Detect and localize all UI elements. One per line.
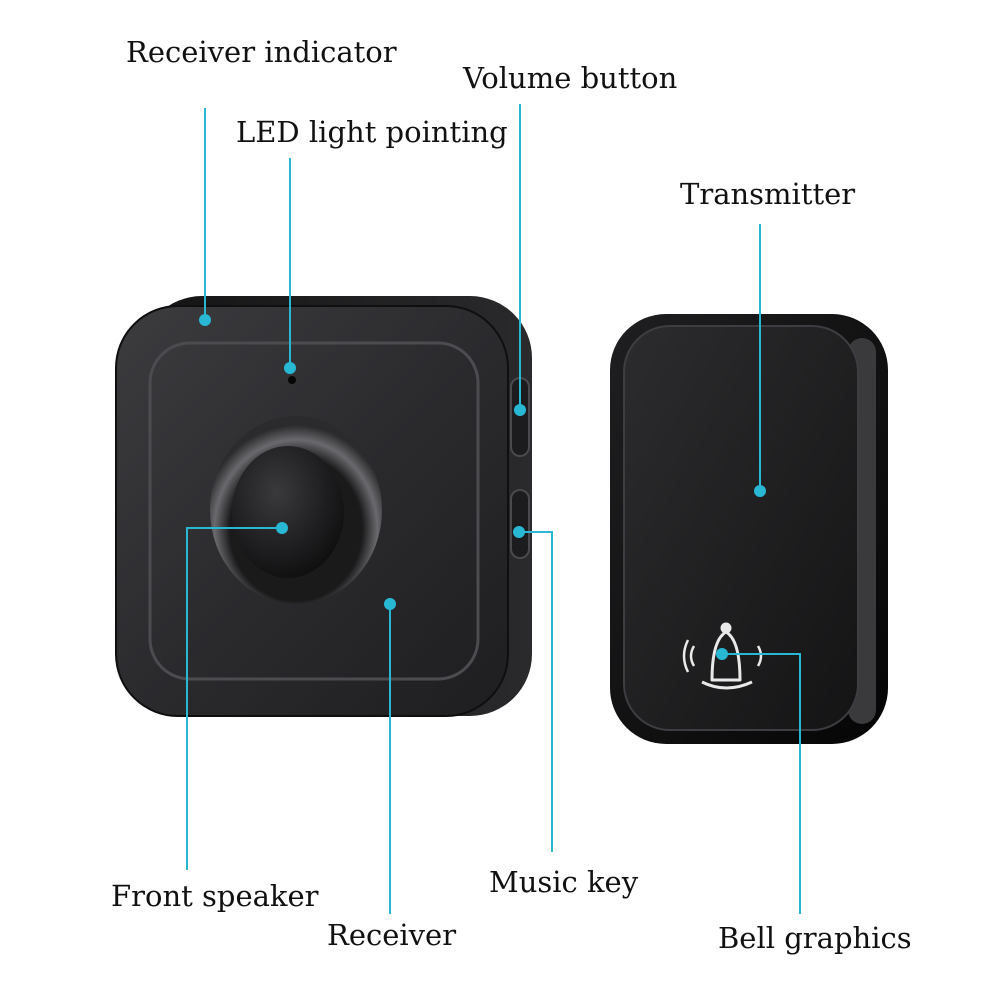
receiver-device: [115, 296, 532, 717]
label-front-speaker: Front speaker: [111, 879, 319, 913]
label-receiver-indicator: Receiver indicator: [126, 35, 397, 69]
transmitter-device: [610, 314, 888, 744]
label-bell-graphics: Bell graphics: [718, 921, 912, 955]
led-hole: [288, 376, 296, 384]
speaker-cone: [232, 446, 344, 578]
dot-volume-button: [514, 404, 526, 416]
dot-led-light-pointing: [284, 362, 296, 374]
callout-dots: [199, 314, 766, 660]
callout-line-bell-graphics: [722, 653, 801, 914]
dot-front-speaker: [276, 522, 288, 534]
dot-transmitter: [754, 485, 766, 497]
label-led-light-pointing: LED light pointing: [236, 115, 508, 149]
callout-line-front-speaker: [186, 527, 282, 870]
callout-line-music-key: [519, 531, 553, 852]
label-transmitter: Transmitter: [680, 177, 856, 211]
label-music-key: Music key: [489, 865, 639, 899]
dot-bell-graphics: [716, 648, 728, 660]
dot-receiver-indicator: [199, 314, 211, 326]
label-volume-button: Volume button: [463, 61, 678, 95]
callout-lines: [186, 104, 801, 914]
music-key-shape: [510, 489, 530, 559]
dot-receiver: [384, 598, 396, 610]
dot-music-key: [513, 526, 525, 538]
receiver-inner-border: [148, 341, 480, 681]
label-receiver: Receiver: [327, 918, 457, 952]
transmitter-face: [623, 325, 859, 731]
bell-icon: [682, 622, 763, 690]
